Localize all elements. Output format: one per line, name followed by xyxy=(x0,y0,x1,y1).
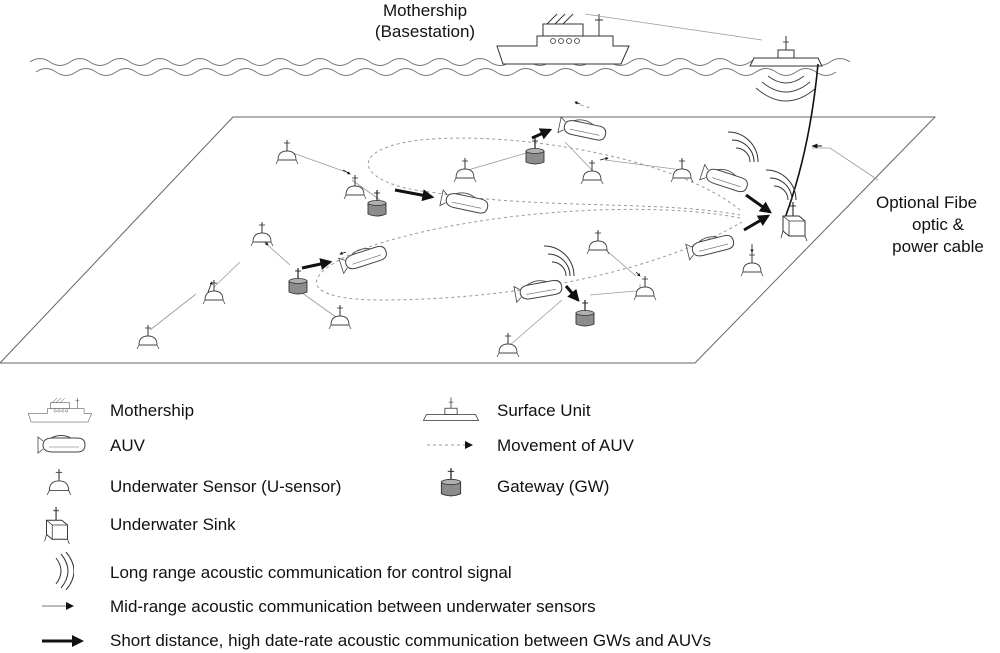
auv-icon xyxy=(513,276,564,303)
legend-auv-label: AUV xyxy=(110,436,145,455)
short-range-links xyxy=(301,128,772,302)
legend-mid-range-label: Mid-range acoustic communication between… xyxy=(110,597,596,616)
seabed-plane xyxy=(0,116,937,364)
mid-range-arrowheads xyxy=(207,101,754,293)
sensor-icon xyxy=(250,221,274,247)
network-diagram xyxy=(0,13,937,364)
sensor-icon xyxy=(740,251,764,277)
sensor-icon xyxy=(586,229,610,255)
legend-sensor-label: Underwater Sensor (U-sensor) xyxy=(110,477,342,496)
gateway-icon xyxy=(575,299,595,327)
sensor-icon xyxy=(580,159,604,185)
legend-short-range-icon xyxy=(42,635,84,647)
mothership-ship-icon xyxy=(496,13,630,65)
legend-mothership-label: Mothership xyxy=(110,401,195,420)
legend-gateway-icon xyxy=(440,467,462,497)
auv-icon xyxy=(557,115,608,143)
sensor-icon xyxy=(670,157,694,183)
legend-long-range-label: Long range acoustic communication for co… xyxy=(110,563,512,582)
mothership-label-line1: Mothership xyxy=(382,1,468,20)
legend-mid-range-icon xyxy=(42,602,74,610)
fiber-cable xyxy=(784,63,819,219)
legend-gateway-label: Gateway (GW) xyxy=(497,477,610,496)
fiber-label-line1: Optional Fibe xyxy=(876,193,978,212)
auv-nodes xyxy=(337,115,751,303)
underwater-sink-icon xyxy=(780,201,808,242)
legend-auv-icon xyxy=(37,435,86,454)
legend-mothership-icon xyxy=(28,397,92,423)
sensor-icon xyxy=(328,304,352,330)
gateway-icon xyxy=(288,267,308,295)
sea-surface-waves xyxy=(29,58,851,76)
legend-sink-label: Underwater Sink xyxy=(110,515,236,534)
legend-surface-unit-icon xyxy=(423,397,479,421)
legend-sink-icon xyxy=(44,506,70,545)
surface-acoustic-arcs-icon xyxy=(755,75,817,102)
sensor-icon xyxy=(202,279,226,305)
acoustic-wave-icon xyxy=(727,131,759,163)
sensor-icon xyxy=(275,139,299,165)
sensor-icon xyxy=(496,332,520,358)
fiber-label-line3: power cable xyxy=(892,237,984,256)
sensor-icon xyxy=(453,157,477,183)
legend-sensor-icon xyxy=(46,468,72,496)
surface-unit-icon xyxy=(749,35,823,67)
sensor-icon xyxy=(136,324,160,350)
legend-movement-icon xyxy=(427,441,473,449)
auv-icon xyxy=(337,241,389,274)
auv-icon xyxy=(684,230,736,261)
auv-icon xyxy=(699,162,751,195)
legend-surface-unit-label: Surface Unit xyxy=(497,401,591,420)
sensor-icon xyxy=(633,275,657,301)
legend-long-range-icon xyxy=(55,552,74,590)
acoustic-wave-icon xyxy=(543,245,575,277)
auv-icon xyxy=(439,188,490,216)
mothership-label-line2: (Basestation) xyxy=(374,22,476,41)
ship-surface-link xyxy=(584,13,763,41)
acoustic-wave-icon xyxy=(765,169,797,201)
sensor-icon xyxy=(343,174,367,200)
fiber-label-line2: optic & xyxy=(912,215,964,234)
legend-short-range-label: Short distance, high date-rate acoustic … xyxy=(110,631,711,650)
fiber-label-leader xyxy=(812,147,879,181)
gateway-icon xyxy=(367,189,387,217)
legend-movement-label: Movement of AUV xyxy=(497,436,635,455)
